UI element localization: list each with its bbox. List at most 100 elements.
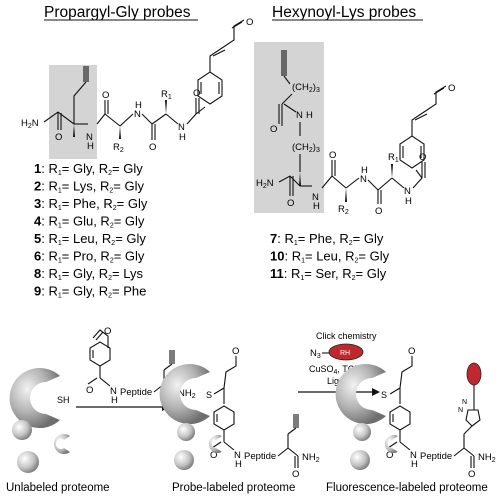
atom-h: H bbox=[405, 196, 412, 207]
atom-r2: R2 bbox=[113, 142, 124, 154]
atom-o: O bbox=[246, 17, 253, 28]
atom-n: N bbox=[86, 132, 93, 143]
atom-h: H bbox=[135, 100, 142, 111]
atom-n-ring: N bbox=[458, 407, 463, 414]
atom-r1: R1 bbox=[388, 152, 399, 164]
propargyl-probe-list: 1: R1= Gly, R2= Gly 2: R1= Lys, R2= Gly3:… bbox=[34, 161, 148, 300]
atom-nh2: NH2 bbox=[178, 388, 196, 400]
protein-small bbox=[350, 450, 370, 470]
atom-h2n: H2N bbox=[21, 118, 39, 130]
atom-n: N bbox=[134, 109, 141, 120]
protein-large bbox=[159, 364, 210, 424]
peptide-label: Peptide bbox=[244, 451, 276, 462]
atom-o: O bbox=[86, 385, 93, 396]
peptide-label: Peptide bbox=[120, 387, 152, 398]
atom-h2n: H2N bbox=[256, 178, 274, 190]
caption-fluorescence-labeled: Fluorescence-labeled proteome bbox=[326, 482, 488, 494]
atom-n: N bbox=[312, 192, 319, 203]
probe-entry: 2: R1= Lys, R2= Gly bbox=[34, 179, 144, 195]
atom-n: N bbox=[404, 186, 411, 197]
atom-o: O bbox=[149, 142, 156, 153]
propargyl-highlight bbox=[49, 65, 97, 159]
fluorophore-dye bbox=[466, 362, 482, 386]
dye-label: RH bbox=[340, 350, 350, 357]
protein-small bbox=[353, 423, 371, 441]
probe-labeled-panel: S O O N H Peptide O NH2 bbox=[159, 346, 320, 494]
atom-n: N bbox=[296, 110, 303, 121]
protein-small-pocket bbox=[384, 434, 398, 453]
probe-entry: 3: R1= Phe, R2= Gly bbox=[34, 196, 148, 212]
atom-o: O bbox=[104, 326, 111, 337]
probe-entry: 5: R1= Leu, R2= Gly bbox=[34, 231, 146, 247]
atom-nh2: NH2 bbox=[302, 452, 320, 464]
protein-large bbox=[9, 368, 61, 428]
atom-ch2-chain: (CH2)3 bbox=[292, 142, 320, 154]
propargyl-gly-structure: H2N O N H O R2 N H O R1 N H bbox=[21, 17, 253, 159]
atom-o: O bbox=[270, 124, 277, 135]
probe-entry: 8: R1= Gly, R2= Lys bbox=[34, 266, 143, 282]
protein-large bbox=[335, 364, 386, 425]
atom-o: O bbox=[408, 346, 415, 357]
click-chemistry-title: Click chemistry bbox=[316, 331, 377, 341]
probe-entry: 1: R1= Gly, R2= Gly bbox=[34, 161, 143, 177]
atom-nh2: NH2 bbox=[478, 452, 496, 464]
atom-h: H bbox=[306, 110, 313, 121]
atom-o: O bbox=[55, 132, 62, 143]
hexynoyl-lys-structure: (CH2)3 O N H (CH2)3 H2N O N H O R2 N H bbox=[254, 42, 455, 217]
left-panel-title: Propargyl-Gly probes bbox=[44, 4, 191, 21]
atom-h: H bbox=[361, 165, 368, 176]
probe-entry: 4: R1= Glu, R2= Gly bbox=[34, 214, 145, 230]
caption-unlabeled: Unlabeled proteome bbox=[6, 482, 110, 494]
atom-o: O bbox=[329, 150, 336, 161]
probe-entry: 10: R1= Leu, R2= Gly bbox=[270, 249, 390, 265]
atom-s: S bbox=[206, 390, 212, 400]
fluorescence-labeled-panel: S O O N H Peptide N N O NH2 bbox=[326, 346, 496, 494]
atom-sh: SH bbox=[57, 395, 70, 405]
triazole-ring bbox=[465, 409, 481, 427]
caption-probe-labeled: Probe-labeled proteome bbox=[172, 482, 295, 494]
benzene-ring bbox=[89, 341, 111, 367]
arrowhead bbox=[372, 388, 380, 396]
unlabeled-proteome-panel: SH Unlabeled proteome bbox=[6, 368, 110, 494]
atom-h: H bbox=[313, 201, 320, 212]
atom-n: N bbox=[234, 450, 241, 461]
atom-ch2-chain: (CH2)3 bbox=[292, 82, 320, 94]
atom-o: O bbox=[386, 450, 393, 461]
atom-o: O bbox=[210, 450, 217, 461]
atom-o: O bbox=[468, 469, 475, 480]
atom-o: O bbox=[448, 83, 455, 94]
protein-small bbox=[177, 423, 195, 441]
atom-n: N bbox=[410, 450, 417, 461]
hexynoyl-highlight bbox=[254, 42, 324, 213]
probe-entry: 11: R1= Ser, R2= Gly bbox=[270, 266, 387, 282]
atom-o: O bbox=[287, 198, 294, 209]
probe-entry: 9: R1= Gly, R2= Phe bbox=[34, 284, 146, 300]
protein-small-pocket bbox=[53, 434, 70, 455]
atom-n-ring: N bbox=[462, 399, 467, 406]
benzene-ring bbox=[389, 405, 411, 431]
atom-o: O bbox=[232, 346, 239, 357]
right-panel-title: Hexynoyl-Lys probes bbox=[272, 4, 416, 21]
atom-o: O bbox=[292, 469, 299, 480]
peptide-label: Peptide bbox=[420, 451, 452, 462]
atom-o: O bbox=[193, 88, 200, 99]
atom-s: S bbox=[381, 390, 387, 400]
atom-n: N bbox=[178, 122, 185, 133]
benzene-ring bbox=[213, 405, 235, 431]
atom-r1: R1 bbox=[161, 89, 172, 101]
benzene-ring bbox=[197, 71, 223, 105]
probe-entry: 6: R1= Pro, R2= Gly bbox=[34, 249, 145, 265]
atom-n: N bbox=[110, 386, 117, 397]
atom-h: H bbox=[411, 459, 418, 470]
protein-small-pocket bbox=[208, 434, 222, 453]
atom-h: H bbox=[111, 395, 118, 406]
atom-n3: N3 bbox=[310, 348, 321, 360]
atom-r2: R2 bbox=[338, 204, 349, 216]
atom-o: O bbox=[419, 152, 426, 163]
atom-h: H bbox=[235, 459, 242, 470]
atom-h: H bbox=[179, 132, 186, 143]
protein-small bbox=[12, 420, 32, 440]
protein-small bbox=[17, 451, 39, 473]
